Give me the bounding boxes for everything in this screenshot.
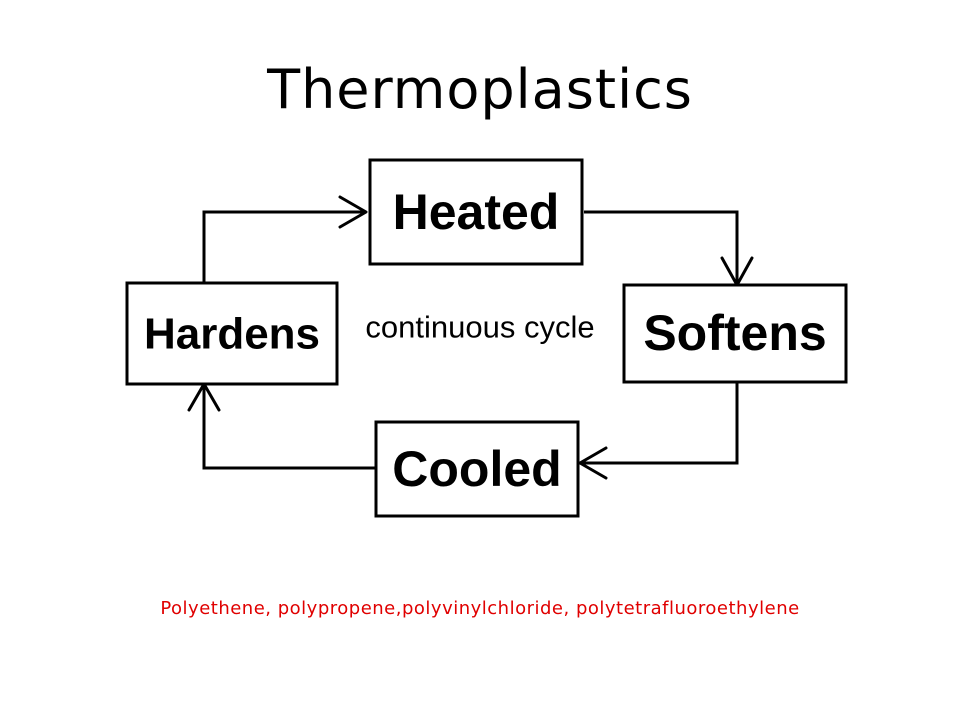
node-cooled-label: Cooled — [392, 441, 561, 497]
connector-softens-to-cooled — [580, 382, 739, 465]
node-heated-label: Heated — [393, 184, 560, 240]
node-softens: Softens — [622, 283, 848, 384]
node-cooled: Cooled — [374, 420, 580, 518]
examples-caption: Polyethene, polypropene,polyvinylchlorid… — [160, 598, 800, 619]
arrowhead-into-heated — [338, 195, 368, 229]
node-softens-label: Softens — [643, 305, 826, 361]
center-label: continuous cycle — [365, 310, 594, 345]
arrowhead-into-cooled — [578, 446, 608, 480]
connector-heated-to-softens — [584, 210, 739, 285]
node-hardens: Hardens — [125, 281, 339, 386]
node-heated: Heated — [368, 158, 584, 266]
connector-cooled-to-hardens — [202, 384, 376, 470]
node-hardens-label: Hardens — [144, 310, 320, 359]
connector-hardens-to-heated — [202, 210, 366, 283]
slide-title: Thermoplastics — [267, 58, 693, 121]
